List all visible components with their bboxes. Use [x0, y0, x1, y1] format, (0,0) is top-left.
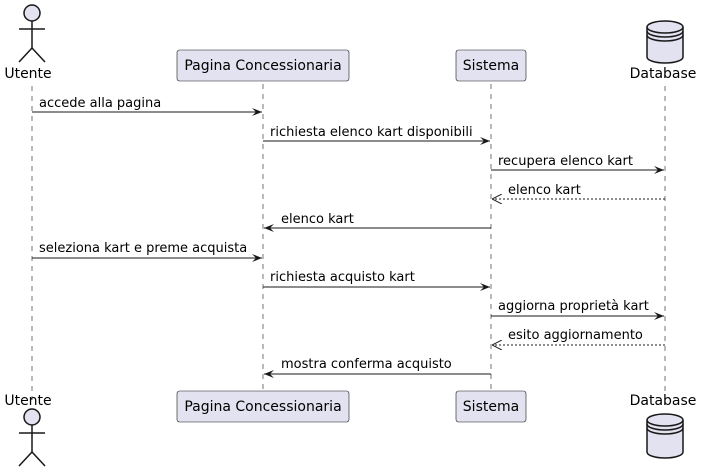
- participant-label-utente-bottom: Utente: [4, 393, 51, 409]
- message-label: accede alla pagina: [39, 96, 161, 111]
- message-label: esito aggiornamento: [508, 328, 643, 343]
- participant-pagina-top: Pagina Concessionaria: [176, 49, 350, 82]
- messages: accede alla pagina richiesta elenco kart…: [32, 96, 665, 378]
- participant-box-sistema-top: [455, 49, 527, 82]
- message-label: elenco kart: [281, 212, 354, 227]
- actor-icon: [18, 4, 46, 63]
- participant-pagina-bottom: Pagina Concessionaria: [176, 390, 350, 423]
- actor-utente-top: Utente: [4, 4, 52, 82]
- message-2: richiesta elenco kart disponibili: [263, 125, 490, 145]
- participant-label-utente-top: Utente: [4, 66, 51, 82]
- participant-label-sistema-bottom: Sistema: [463, 399, 519, 415]
- participant-box-sistema-bottom: [455, 390, 527, 423]
- message-label: mostra conferma acquisto: [281, 357, 452, 372]
- message-label: recupera elenco kart: [498, 154, 633, 169]
- message-9: esito aggiornamento: [492, 328, 665, 345]
- message-label: seleziona kart e preme acquista: [39, 241, 247, 256]
- participant-sistema-bottom: Sistema: [455, 390, 527, 423]
- participant-label-database-top: Database: [630, 66, 697, 82]
- actor-icon: [18, 408, 46, 467]
- database-icon: [646, 413, 684, 459]
- message-label: aggiorna proprietà kart: [498, 299, 649, 314]
- participant-database-bottom: Database: [630, 393, 697, 459]
- participant-database-top: Database: [630, 20, 697, 82]
- participant-label-pagina-bottom: Pagina Concessionaria: [184, 399, 341, 415]
- message-3: recupera elenco kart: [491, 154, 664, 174]
- database-icon: [646, 20, 684, 64]
- message-10: mostra conferma acquisto: [264, 357, 491, 378]
- participant-sistema-top: Sistema: [455, 49, 527, 82]
- message-5: elenco kart: [264, 212, 491, 232]
- participant-label-sistema-top: Sistema: [463, 58, 519, 74]
- message-label: richiesta acquisto kart: [270, 270, 415, 285]
- participant-box-pagina-bottom: [176, 390, 350, 423]
- participant-label-pagina-top: Pagina Concessionaria: [184, 58, 341, 74]
- message-8: aggiorna proprietà kart: [491, 299, 664, 320]
- message-6: seleziona kart e preme acquista: [32, 241, 262, 262]
- message-7: richiesta acquisto kart: [263, 270, 490, 291]
- message-label: elenco kart: [508, 183, 581, 198]
- actor-utente-bottom: Utente: [4, 393, 52, 467]
- message-4: elenco kart: [492, 183, 665, 199]
- message-1: accede alla pagina: [32, 96, 262, 116]
- participant-box-pagina-top: [176, 49, 350, 82]
- message-label: richiesta elenco kart disponibili: [270, 125, 473, 140]
- participant-label-database-bottom: Database: [630, 393, 697, 409]
